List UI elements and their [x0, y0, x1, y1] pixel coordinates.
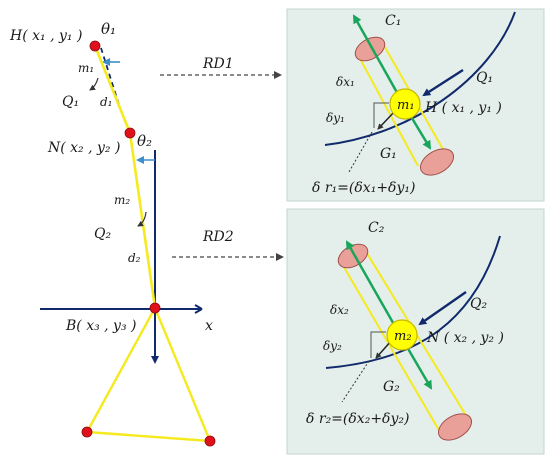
label-dy1: δy₁: [326, 111, 345, 125]
rod-outline-1a: [357, 54, 419, 167]
label-mass-1: m₁: [397, 98, 415, 113]
rod-base: [86, 430, 211, 443]
force-arrow-q2: [418, 291, 467, 326]
joint-h: [89, 40, 101, 52]
x-axis-tick: [194, 304, 203, 310]
rod-hn: [93, 45, 132, 134]
joint-n: [124, 127, 136, 139]
label-rd1: RD1: [202, 56, 234, 72]
detail-panel-2: C₂ Q₂ δx₂ δy₂ m₂ N ( x₂ , y₂ ) G₂ δ r₂=(…: [286, 208, 545, 455]
label-point-h-panel: H ( x₁ , y₁ ): [424, 100, 502, 116]
rd-arrows: RD1 RD2: [160, 56, 284, 261]
force-line-2-top: [345, 240, 402, 336]
rod-b-left: [85, 307, 157, 433]
label-g2: G₂: [383, 379, 400, 395]
label-theta1: θ₁: [101, 20, 116, 38]
rod-b-right: [153, 307, 212, 442]
label-dy2: δy₂: [323, 339, 342, 353]
rod-endcap-bottom-2: [437, 413, 473, 441]
rod-endcap-bottom-1: [419, 148, 455, 176]
label-rd2: RD2: [202, 229, 234, 245]
mass-circle-2: [386, 319, 418, 351]
x-axis-tick: [194, 308, 203, 314]
label-q2: Q₂: [94, 226, 111, 242]
label-point-n-panel: N ( x₂ , y₂ ): [426, 330, 504, 346]
label-dx1: δx₁: [336, 75, 355, 89]
joint-base-left: [81, 426, 93, 438]
label-dr1: δ r₁=(δx₁+δy₁): [312, 180, 415, 196]
detail-panel-1: C₁ Q₁ δx₁ δy₁ m₁ H ( x₁ , y₁ ) G₁ δ r₁=(…: [286, 8, 545, 202]
label-mass-2: m₂: [394, 329, 412, 344]
label-g1: G₁: [380, 146, 397, 162]
left-mechanism: x H( x₁ , y₁ ) θ₁ m₁ Q₁ d₁ N( x₂ , y₂ ) …: [9, 20, 216, 447]
trajectory-curve-1: [324, 11, 516, 146]
label-q1-panel: Q₁: [476, 70, 493, 86]
force-line-1-top: [352, 14, 406, 106]
label-q1: Q₁: [62, 94, 79, 110]
rod-nb: [128, 132, 157, 309]
joint-b: [149, 302, 161, 314]
label-d2: d₂: [128, 251, 141, 265]
x-axis-label: x: [205, 318, 213, 334]
displacement-construction-2: [370, 331, 386, 358]
mass-circle-1: [389, 88, 421, 120]
rotation-arc-q1: [89, 77, 99, 91]
label-point-n: N( x₂ , y₂ ): [47, 140, 120, 156]
force-arrow-q1: [422, 68, 464, 97]
label-m1: m₁: [78, 61, 94, 75]
rotation-arc-q2: [137, 211, 147, 227]
label-point-b: B( x₃ , y₃ ): [65, 318, 137, 334]
label-c1: C₁: [385, 13, 401, 29]
rod-endcap-top-1: [354, 36, 386, 62]
rod-outline-2a: [340, 261, 441, 433]
displacement-construction-1: [373, 102, 389, 128]
label-dr2: δ r₂=(δx₂+δy₂): [306, 411, 409, 427]
label-d1: d₁: [100, 95, 113, 109]
label-theta2: θ₂: [137, 132, 152, 150]
trajectory-curve-2: [325, 235, 501, 369]
label-point-h: H( x₁ , y₁ ): [9, 28, 82, 44]
label-dx2: δx₂: [330, 303, 349, 317]
joint-base-right: [204, 435, 216, 447]
label-q2-panel: Q₂: [470, 296, 487, 312]
label-c2: C₂: [368, 220, 385, 236]
displacement-leader-2: [341, 360, 370, 403]
label-m2: m₂: [114, 193, 130, 207]
